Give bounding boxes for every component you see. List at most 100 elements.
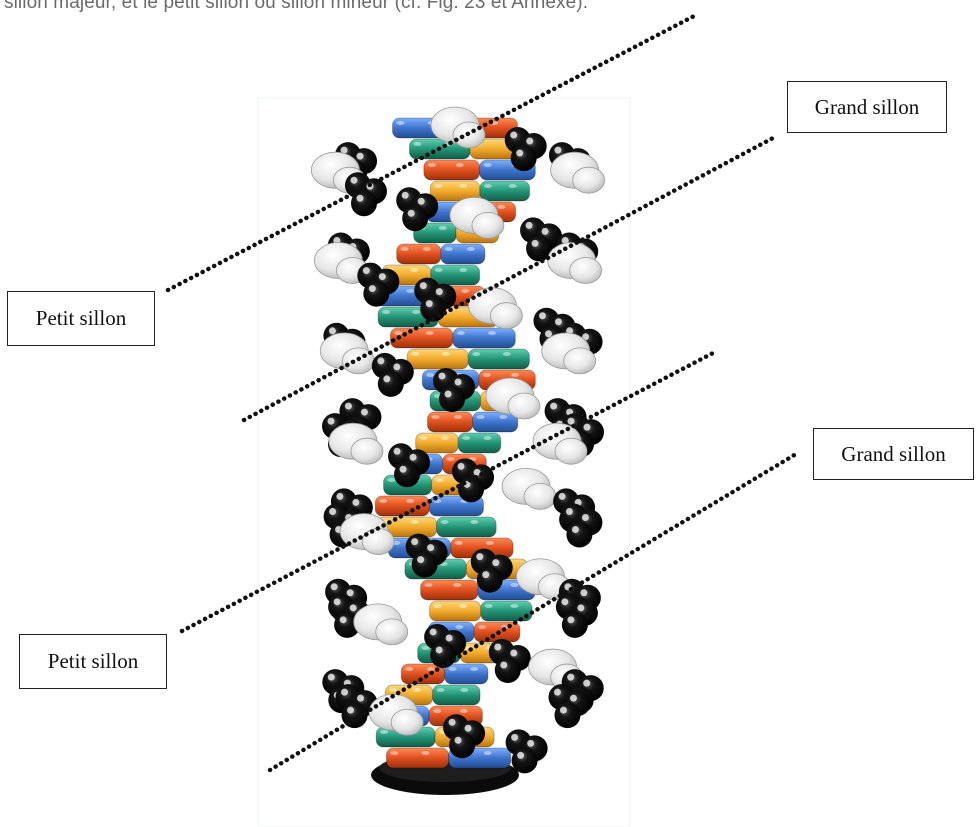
phosphate-ball <box>476 566 503 593</box>
base-highlight <box>410 520 419 524</box>
base-highlight <box>382 310 391 314</box>
phosphate-highlight <box>473 468 481 476</box>
phosphate-highlight <box>409 453 417 461</box>
phosphate-highlight <box>510 649 518 657</box>
base-highlight <box>434 268 443 272</box>
base-highlight <box>459 268 468 272</box>
phosphate-highlight <box>377 357 385 365</box>
grand-sillon-line-upper <box>241 135 776 423</box>
base-highlight <box>380 730 389 734</box>
sugar-ball <box>350 437 384 465</box>
sugar-ball <box>554 437 588 465</box>
sugar-ball <box>569 257 603 284</box>
base-highlight <box>440 436 449 440</box>
base-highlight <box>483 436 492 440</box>
base-highlight <box>483 751 492 755</box>
phosphate-highlight <box>429 628 437 636</box>
phosphate-highlight <box>344 402 352 410</box>
base-yellow <box>429 600 482 622</box>
base-highlight <box>482 373 491 377</box>
phosphate-highlight <box>583 423 591 431</box>
base-highlight <box>470 667 479 671</box>
base-highlight <box>426 667 435 671</box>
base-highlight <box>426 373 435 377</box>
base-highlight <box>419 436 428 440</box>
base-highlight <box>431 415 440 419</box>
base-highlight <box>433 709 442 713</box>
caption-fragment: sillon majeur, et le petit sillon ou sil… <box>4 0 589 13</box>
phosphate-highlight <box>492 559 500 567</box>
phosphate-highlight <box>541 227 549 235</box>
phosphate-ball <box>554 702 581 729</box>
base-highlight <box>455 163 464 167</box>
base-highlight <box>499 415 508 419</box>
base-highlight <box>438 226 447 230</box>
base-highlight <box>502 352 511 356</box>
base-yellow <box>406 348 469 370</box>
phosphate-highlight <box>352 498 360 506</box>
phosphate-highlight <box>527 739 535 747</box>
phosphate-highlight <box>567 673 575 681</box>
base-highlight <box>421 646 430 650</box>
phosphate-highlight <box>454 736 462 744</box>
base-highlight <box>425 331 434 335</box>
base-highlight <box>441 352 450 356</box>
groove-indicator-lines <box>165 11 799 773</box>
base-highlight <box>478 625 487 629</box>
base-orange <box>385 747 450 769</box>
phosphate-highlight <box>393 363 401 371</box>
phosphate-highlight <box>393 447 401 455</box>
phosphate-highlight <box>341 688 349 696</box>
base-green <box>432 684 481 706</box>
phosphate-highlight <box>417 556 425 564</box>
grand-sillon-label-top: Grand sillon <box>787 81 947 133</box>
base-blue <box>472 411 519 433</box>
base-highlight <box>497 205 506 209</box>
phosphate-highlight <box>407 209 415 217</box>
petit-sillon-label-lower: Petit sillon <box>19 634 167 689</box>
phosphate-highlight <box>494 643 502 651</box>
phosphate-ball <box>402 205 429 232</box>
base-highlight <box>453 583 462 587</box>
base-blue <box>440 243 486 265</box>
base-highlight <box>484 604 493 608</box>
base-highlight <box>412 688 421 692</box>
sugar-ball <box>523 482 557 510</box>
base-highlight <box>405 667 414 671</box>
phosphate-ball <box>350 190 377 217</box>
base-highlight <box>435 478 444 482</box>
base-highlight <box>455 625 464 629</box>
phosphate-highlight <box>567 616 575 624</box>
phosphate-highlight <box>544 330 552 338</box>
phosphate-highlight <box>383 375 391 383</box>
phosphate-highlight <box>553 688 561 696</box>
base-highlight <box>444 247 453 251</box>
base-highlight <box>448 667 457 671</box>
phosphate-highlight <box>327 417 335 425</box>
phosphate-highlight <box>525 221 533 229</box>
base-orange <box>420 579 479 601</box>
phosphate-highlight <box>448 718 456 726</box>
base-green <box>480 600 533 622</box>
phosphate-highlight <box>435 646 443 654</box>
phosphate-highlight <box>419 282 427 290</box>
base-orange <box>400 663 446 685</box>
phosphate-highlight <box>517 751 525 759</box>
phosphate-ball <box>566 521 593 548</box>
base-orange <box>374 495 430 517</box>
phosphate-highlight <box>445 634 453 642</box>
sugar-ball <box>489 302 523 330</box>
petit-sillon-line-lower <box>179 350 716 634</box>
phosphate-highlight <box>444 390 452 398</box>
base-highlight <box>390 751 399 755</box>
phosphate-highlight <box>516 149 524 157</box>
phosphate-highlight <box>526 137 534 145</box>
base-highlight <box>394 331 403 335</box>
phosphate-highlight <box>327 673 335 681</box>
phosphate-highlight <box>356 152 364 160</box>
base-highlight <box>488 331 497 335</box>
phosphate-highlight <box>347 706 355 714</box>
phosphate-highlight <box>538 312 546 320</box>
phosphate-highlight <box>349 604 357 612</box>
